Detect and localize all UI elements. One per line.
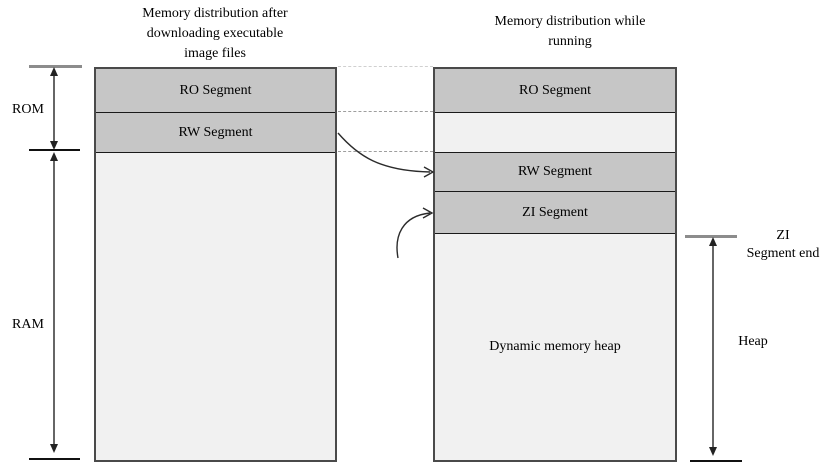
segment-rw-right: RW Segment <box>435 153 675 192</box>
heap-extent-arrow <box>709 237 717 456</box>
rw-relocation-arrow <box>337 132 435 178</box>
ram-extent-arrow <box>50 152 58 453</box>
segment-zi-right: ZI Segment <box>435 192 675 234</box>
connector-dashed-line-rw-bottom <box>338 151 433 152</box>
memory-column-while-running: RO Segment RW Segment ZI Segment Dynamic… <box>433 67 677 462</box>
rom-top-tick-line <box>29 65 82 68</box>
zi-segment-end-label: ZI Segment end <box>746 228 820 261</box>
segment-gap-right <box>435 113 675 153</box>
rom-label: ROM <box>12 102 44 117</box>
connector-dashed-line-ro-bottom <box>338 111 433 112</box>
zi-relocation-arrow <box>396 207 434 259</box>
ram-bottom-tick-line <box>29 458 80 460</box>
heap-bottom-tick-line <box>690 460 742 462</box>
segment-empty-left <box>96 153 335 460</box>
segment-dynamic-heap: Dynamic memory heap <box>435 234 675 460</box>
zi-segment-end-tick-line <box>685 235 737 238</box>
rom-bottom-tick-line <box>29 149 80 151</box>
right-column-title: Memory distribution while running <box>494 14 646 49</box>
memory-column-after-download: RO Segment RW Segment <box>94 67 337 462</box>
segment-ro-left: RO Segment <box>96 69 335 113</box>
connector-dashed-line-top <box>338 66 433 67</box>
segment-ro-right: RO Segment <box>435 69 675 113</box>
rom-extent-arrow <box>50 67 58 150</box>
ram-label: RAM <box>12 317 44 332</box>
left-column-title: Memory distribution after downloading ex… <box>142 6 288 61</box>
heap-label: Heap <box>738 334 768 349</box>
segment-rw-left: RW Segment <box>96 113 335 153</box>
